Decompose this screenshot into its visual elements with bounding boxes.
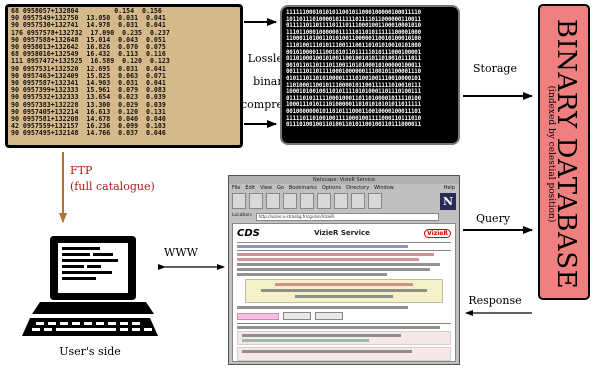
menu-help[interactable]: Help (443, 185, 455, 191)
back-button[interactable] (232, 193, 246, 209)
forward-button[interactable] (249, 193, 263, 209)
vizier-title: VizieR Service (314, 229, 370, 237)
browser-window: Netscape: VizieR Service File Edit View … (228, 175, 460, 365)
submit-query-button[interactable] (283, 312, 311, 320)
find-button[interactable] (351, 193, 365, 209)
text-line (237, 326, 441, 329)
reset-query-button[interactable] (315, 312, 343, 320)
users-side-label: User's side (59, 345, 121, 358)
text-line (237, 258, 419, 261)
binary-text: 1111110001010101100101100010000010001111… (286, 10, 421, 129)
query-label: Query (475, 212, 511, 225)
location-label: Location: (232, 213, 253, 218)
text-line (237, 268, 430, 271)
catalog-input[interactable] (237, 312, 279, 320)
stop-button[interactable] (368, 193, 382, 209)
binary-database: BINARY DATABASE (indexed by celestial po… (538, 4, 590, 300)
cds-logo: CDS (237, 227, 260, 239)
vizier-page: CDS VizieR Service VizieR (232, 223, 456, 362)
ftp-label-line-1: FTP (70, 164, 93, 177)
vizier-logo: VizieR (424, 228, 451, 238)
storage-label: Storage (473, 62, 517, 75)
browser-menu: File Edit View Go Bookmarks Options Dire… (229, 184, 459, 192)
home-button[interactable] (266, 193, 280, 209)
menu-options[interactable]: Options (321, 185, 342, 191)
open-button[interactable] (317, 193, 331, 209)
binary-data-block: 1111110001010101100101100010000010001111… (280, 5, 460, 145)
vizier-header: CDS VizieR Service VizieR (237, 226, 451, 240)
location-field[interactable]: http://vizier.u-strasbg.fr/cgi-bin/Vizie… (255, 213, 439, 221)
text-line (237, 253, 434, 256)
ftp-label-line-2: (full catalogue) (70, 180, 155, 193)
search-options-box (245, 279, 443, 303)
location-bar: Location: http://vizier.u-strasbg.fr/cgi… (229, 212, 459, 221)
images-button[interactable] (300, 193, 314, 209)
menu-directory[interactable]: Directory (346, 185, 370, 191)
query-form-row (237, 312, 451, 320)
catalogue-listing: 68 0958057+132804 0.154 0.156 90 0957549… (5, 4, 243, 148)
menu-edit[interactable]: Edit (245, 185, 256, 191)
browser-toolbar: N (229, 192, 459, 212)
print-button[interactable] (334, 193, 348, 209)
netscape-logo-icon: N (440, 193, 456, 210)
text-line (237, 273, 387, 276)
menu-go[interactable]: Go (276, 185, 284, 191)
computer-terminal-icon (22, 236, 158, 336)
menu-bookmarks[interactable]: Bookmarks (288, 185, 317, 191)
menu-window[interactable]: Window (374, 185, 394, 191)
text-line (237, 306, 409, 309)
reload-button[interactable] (283, 193, 297, 209)
compression-line-2: binary (253, 75, 289, 88)
catalogue-text: 68 0958057+132804 0.154 0.156 90 0957549… (11, 7, 170, 138)
www-label: WWW (164, 246, 198, 259)
nav-links[interactable] (237, 245, 409, 248)
menu-file[interactable]: File (232, 185, 241, 191)
keyword-section-2 (237, 347, 451, 361)
response-label: Response (468, 294, 522, 307)
menu-view[interactable]: View (260, 185, 272, 191)
text-line (237, 263, 441, 266)
ftp-label: FTP (full catalogue) (70, 164, 155, 193)
browser-title: Netscape: VizieR Service (229, 176, 459, 184)
keyword-section (237, 331, 451, 345)
